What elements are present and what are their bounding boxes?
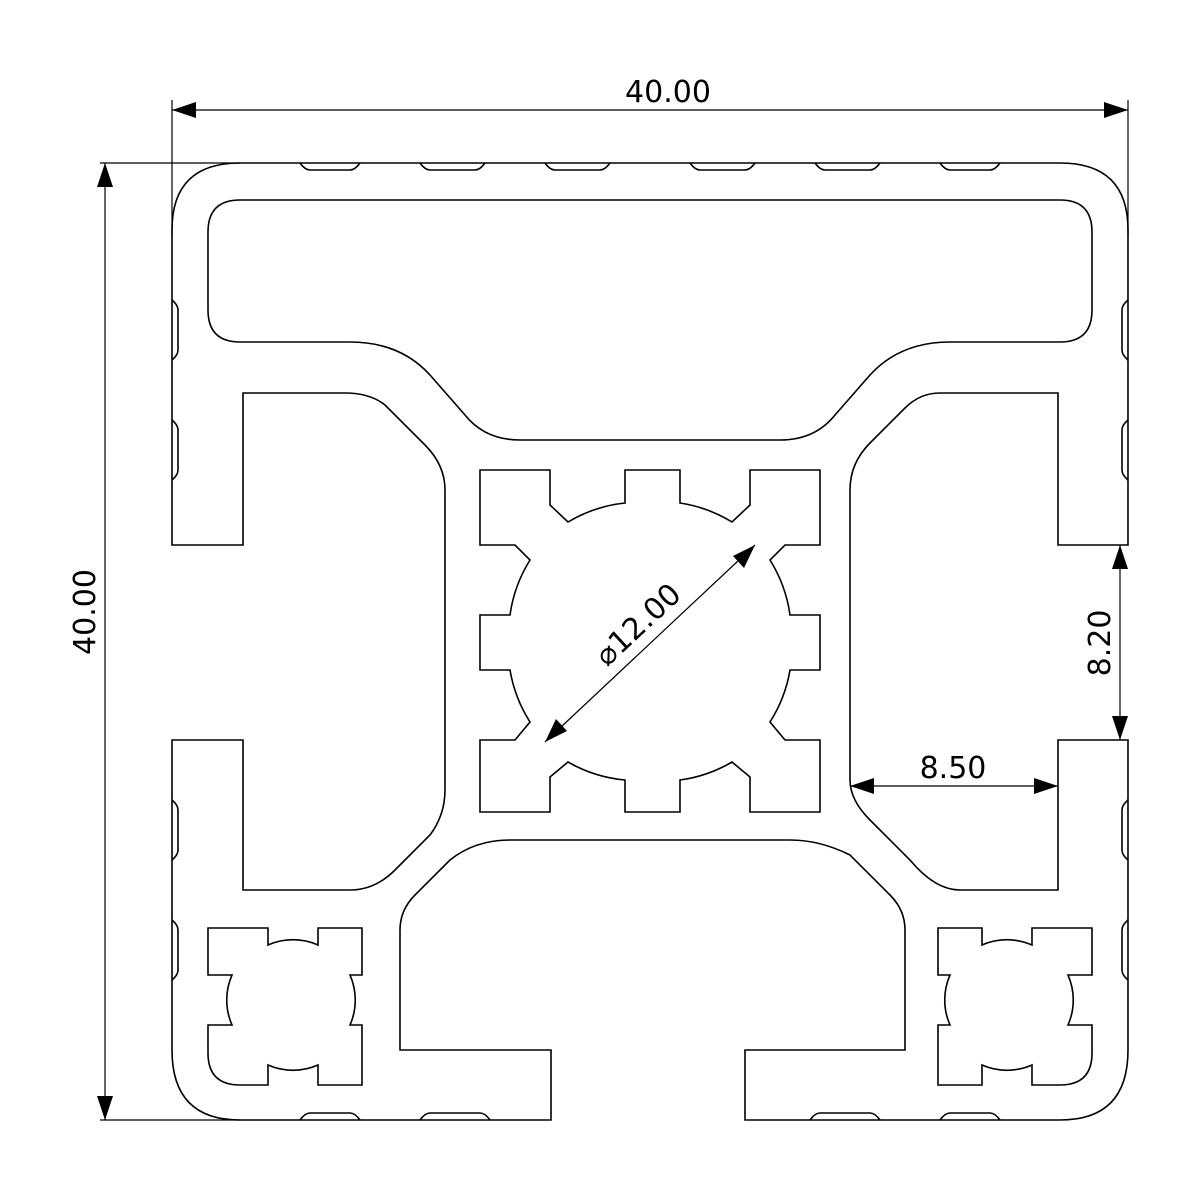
width-label: 40.00	[625, 75, 711, 110]
surface-grooves	[171, 162, 1129, 1121]
center-bore	[479, 469, 821, 813]
slot-opening-dimension: 8.20	[1083, 545, 1128, 740]
height-label: 40.00	[68, 569, 103, 655]
bore-diameter-dimension: ⌀12.00	[544, 544, 756, 743]
height-dimension: 40.00	[68, 162, 240, 1121]
corner-bore-left	[207, 927, 363, 1086]
slot-depth-dimension: 8.50	[850, 751, 1058, 794]
width-dimension: 40.00	[171, 75, 1129, 235]
corner-bore-right	[937, 927, 1093, 1086]
bore-diameter-text: ⌀12.00	[589, 577, 689, 673]
top-cavity	[207, 199, 1093, 441]
slot-opening-label: 8.20	[1083, 610, 1118, 677]
slot-depth-label: 8.50	[920, 751, 987, 786]
profile-outer-contour	[171, 162, 1129, 1121]
